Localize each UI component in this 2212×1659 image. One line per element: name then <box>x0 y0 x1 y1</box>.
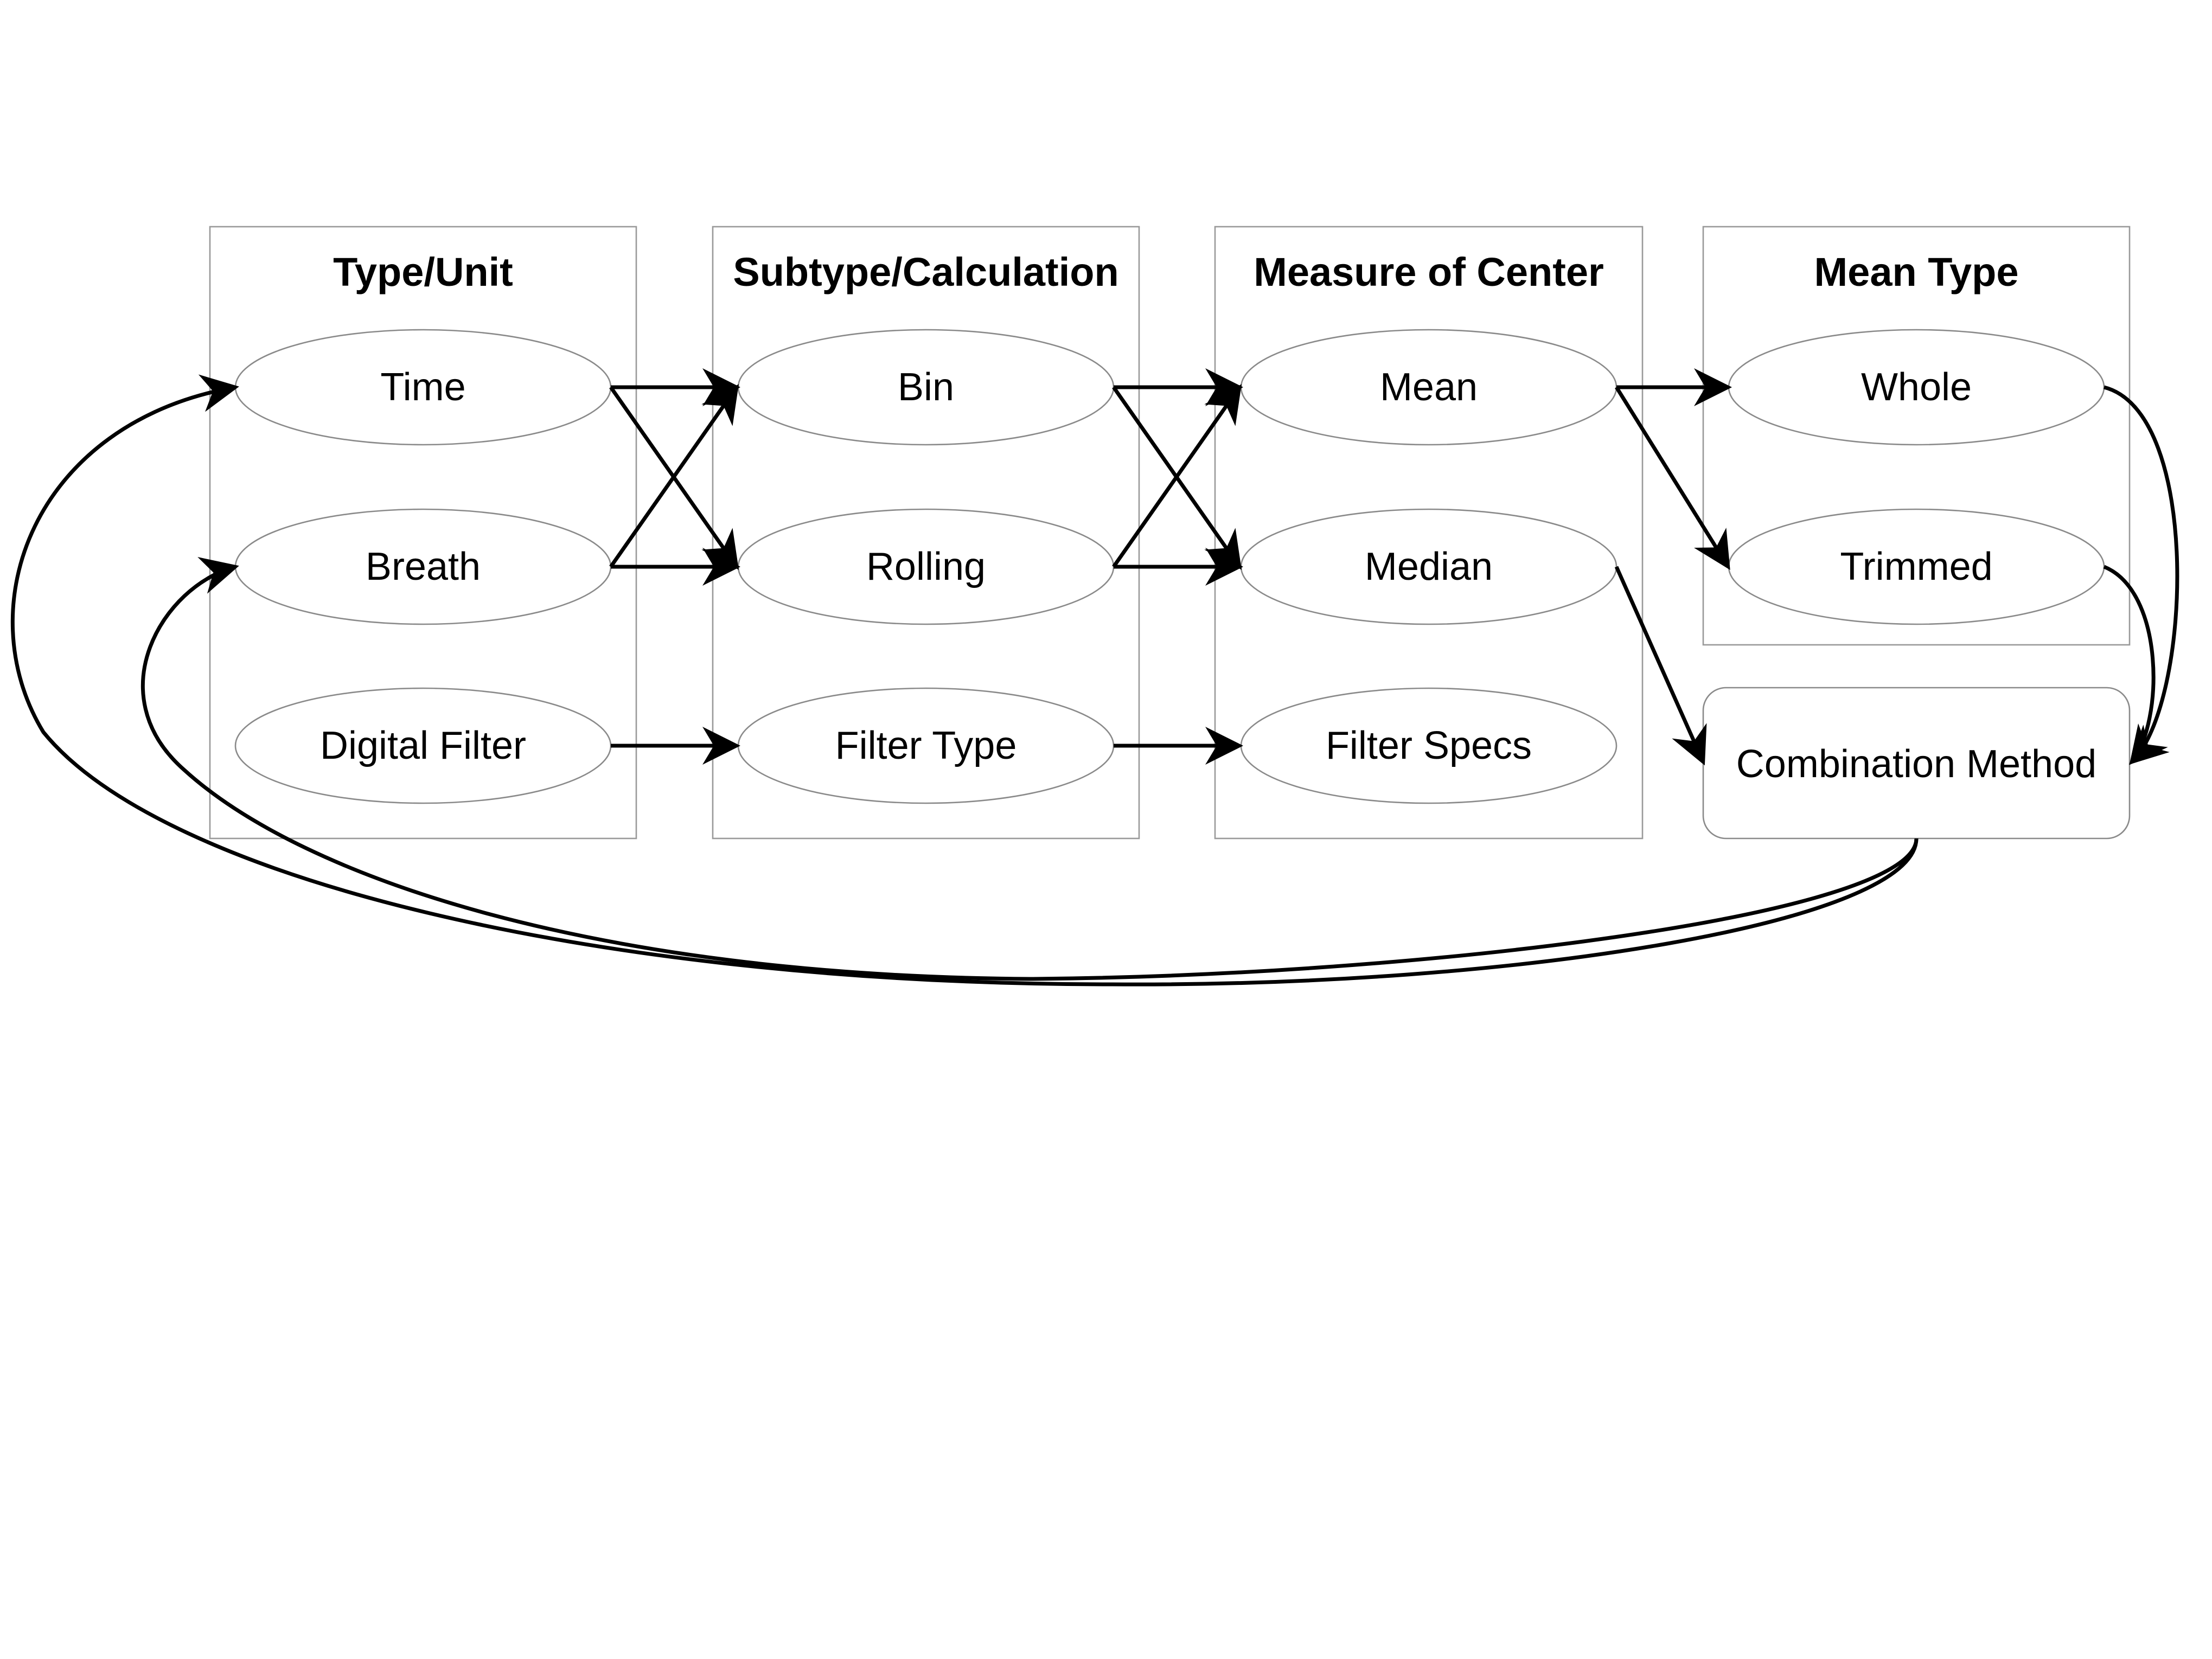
node-label-filter-type: Filter Type <box>835 724 1017 767</box>
node-label-combination-method: Combination Method <box>1736 742 2096 786</box>
node-label-whole: Whole <box>1861 366 1972 409</box>
edge-combination-method-to-time <box>10 374 1919 987</box>
node-label-filter-specs: Filter Specs <box>1326 724 1532 767</box>
group-title-measure-of-center: Measure of Center <box>1254 249 1604 294</box>
edge-mean-to-trimmed <box>1615 386 1730 570</box>
node-label-time: Time <box>380 366 465 409</box>
edge-breath-to-bin <box>609 384 739 568</box>
node-label-bin: Bin <box>898 366 954 409</box>
group-title-subtype-calculation: Subtype/Calculation <box>733 249 1118 294</box>
edge-combination-method-to-breath <box>141 557 1919 981</box>
node-label-digital-filter: Digital Filter <box>320 724 526 767</box>
edge-rolling-to-mean <box>1112 384 1242 568</box>
group-title-type-unit: Type/Unit <box>333 249 513 294</box>
group-title-mean-type: Mean Type <box>1814 249 2019 294</box>
node-label-trimmed: Trimmed <box>1840 545 1992 588</box>
node-label-mean: Mean <box>1380 366 1478 409</box>
node-label-breath: Breath <box>366 545 481 588</box>
edge-trimmed-to-combination-method <box>2103 565 2168 765</box>
edge-median-to-combination-method <box>1614 566 1707 766</box>
node-label-median: Median <box>1365 545 1493 588</box>
node-label-rolling: Rolling <box>866 545 986 588</box>
